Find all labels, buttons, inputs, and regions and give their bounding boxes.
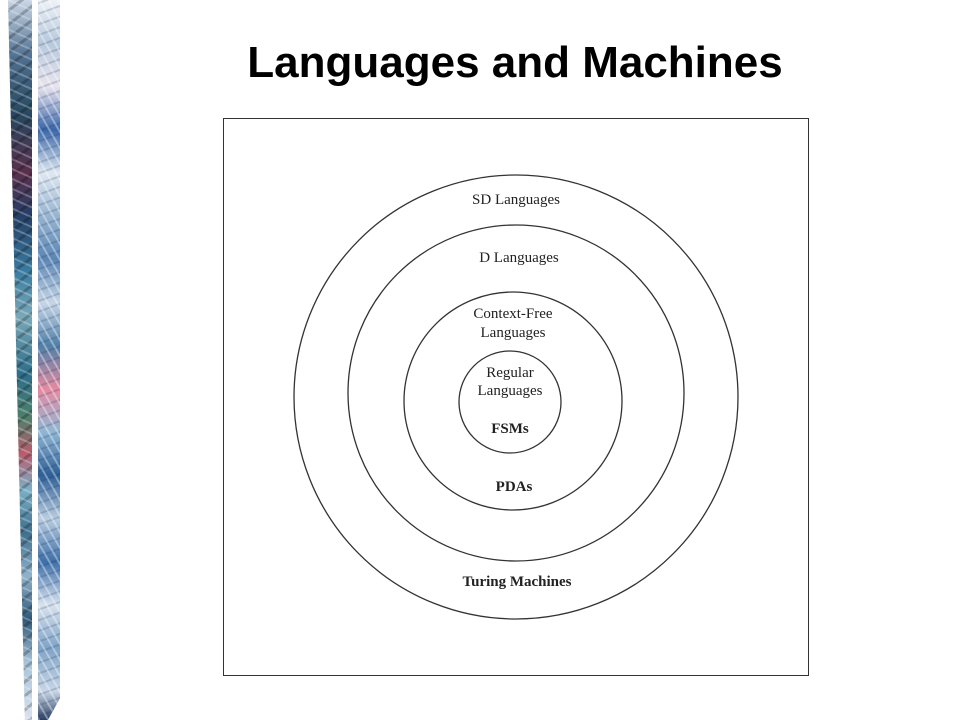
label-context-free-line1: Context-Free <box>473 306 552 322</box>
label-d-languages: D Languages <box>479 250 559 266</box>
label-turing-machines: Turing Machines <box>462 574 571 590</box>
circle-context-free-languages <box>403 291 623 511</box>
label-regular-line2: Languages <box>478 383 543 399</box>
slide-title: Languages and Machines <box>247 38 783 87</box>
circle-d-languages <box>347 224 685 562</box>
label-sd-languages: SD Languages <box>472 192 560 208</box>
diagram-frame <box>223 118 809 676</box>
circle-regular-languages <box>458 350 562 454</box>
circle-sd-languages <box>293 174 739 620</box>
decorative-strip-right <box>38 0 60 720</box>
label-regular-line1: Regular <box>486 365 533 381</box>
label-fsms: FSMs <box>491 421 529 437</box>
label-context-free-line2: Languages <box>481 325 546 341</box>
label-pdas: PDAs <box>496 479 533 495</box>
